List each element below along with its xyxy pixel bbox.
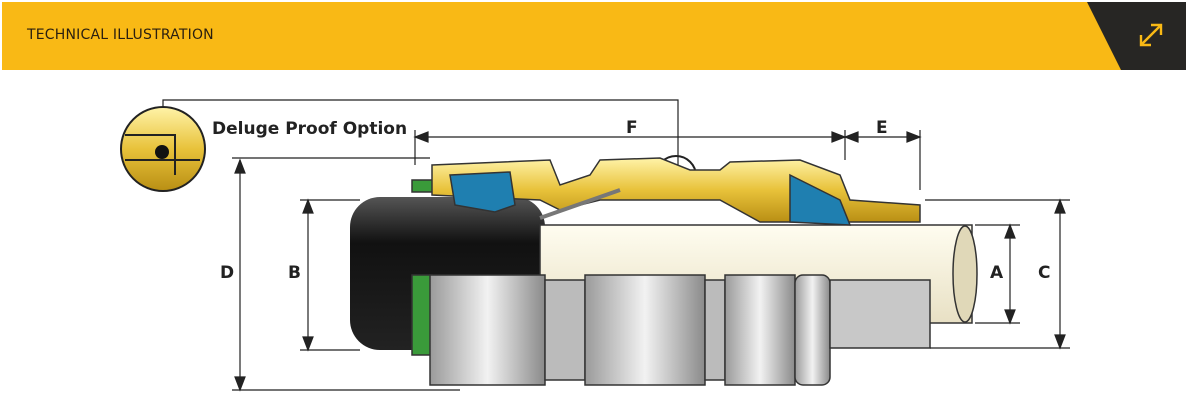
- deluge-proof-detail: [120, 99, 697, 197]
- gland-brass: [411, 157, 921, 226]
- dimension-f-label: F: [626, 118, 638, 138]
- dimension-d-label: D: [220, 263, 234, 283]
- dimension-a-label: A: [990, 263, 1004, 283]
- header-dark-corner: [1087, 2, 1127, 70]
- technical-illustration: Deluge Proof Option F E D B A: [120, 99, 1070, 392]
- section-header: TECHNICAL ILLUSTRATION: [2, 2, 1186, 70]
- expand-arrows-icon[interactable]: [1136, 20, 1166, 50]
- dimension-b-label: B: [288, 263, 301, 283]
- deluge-proof-label: Deluge Proof Option: [212, 119, 407, 139]
- dimension-lines: [232, 130, 1070, 392]
- gland-body: [411, 274, 931, 386]
- dimension-e-label: E: [876, 118, 888, 138]
- dimension-c-label: C: [1038, 263, 1050, 283]
- section-title: TECHNICAL ILLUSTRATION: [27, 27, 214, 43]
